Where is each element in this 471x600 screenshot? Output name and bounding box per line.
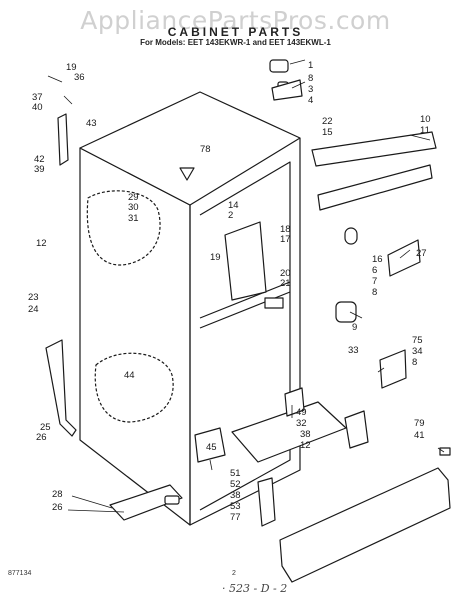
figure-code: 877134 <box>8 570 32 577</box>
callout-label: 38 <box>300 429 311 440</box>
cabinet-hardware <box>45 59 451 583</box>
model-numbers: For Models: EET 143EKWR-1 and EET 143EKW… <box>140 38 331 47</box>
callout-label: 24 <box>28 304 39 315</box>
callout-label: 26 <box>52 502 63 513</box>
cabinet-shell <box>79 91 301 526</box>
callout-label: 25 <box>40 422 51 433</box>
callout-label: 78 <box>200 144 211 155</box>
callout-label: 21 <box>280 278 291 289</box>
callout-label: 3 <box>308 84 313 95</box>
callout-label: 37 <box>32 92 43 103</box>
watermark: AppliancePartsPros.com <box>80 6 391 35</box>
handwritten-note: · 523 - D - 2 <box>222 582 288 595</box>
callout-label: 8 <box>412 357 417 368</box>
callout-label: 41 <box>414 430 425 441</box>
callout-label: 20 <box>280 268 291 279</box>
callout-label: 4 <box>308 95 313 106</box>
callout-label: 39 <box>34 164 45 175</box>
callout-label: 40 <box>32 102 43 113</box>
callout-label: 44 <box>124 370 135 381</box>
insulation-cutaway-upper <box>86 190 161 266</box>
callout-label: 53 <box>230 501 241 512</box>
callout-label: 19 <box>210 252 221 263</box>
callout-label: 12 <box>36 238 47 249</box>
callout-label: 2 <box>228 210 233 221</box>
callout-label: 7 <box>372 276 377 287</box>
callout-label: 14 <box>228 200 239 211</box>
callout-label: 29 <box>128 192 139 203</box>
callout-label: 36 <box>74 72 85 83</box>
callout-label: 9 <box>352 322 357 333</box>
callout-label: 52 <box>230 479 241 490</box>
callout-label: 31 <box>128 213 139 224</box>
callout-label: 10 <box>420 114 431 125</box>
callout-label: 51 <box>230 468 241 479</box>
callout-label: 12 <box>300 440 311 451</box>
callout-label: 45 <box>206 442 217 453</box>
callout-label: 8 <box>372 287 377 298</box>
callout-label: 23 <box>28 292 39 303</box>
diagram-title: CABINET PARTS <box>167 25 304 39</box>
page-number: 2 <box>232 570 236 577</box>
callout-label: 16 <box>372 254 383 265</box>
callout-label: 79 <box>414 418 425 429</box>
callout-label: 34 <box>412 346 423 357</box>
callout-labels: 19 36 37 40 43 42 39 29 30 31 12 23 24 4… <box>28 60 431 523</box>
callout-label: 32 <box>296 418 307 429</box>
callout-label: 75 <box>412 335 423 346</box>
callout-label: 26 <box>36 432 47 443</box>
callout-label: 77 <box>230 512 241 523</box>
callout-label: 27 <box>416 248 427 259</box>
callout-label: 8 <box>308 73 313 84</box>
callout-label: 33 <box>348 345 359 356</box>
callout-label: 6 <box>372 265 377 276</box>
leader-lines <box>47 59 445 513</box>
callout-label: 19 <box>66 62 77 73</box>
callout-label: 28 <box>52 489 63 500</box>
callout-label: 38 <box>230 490 241 501</box>
callout-label: 17 <box>280 234 291 245</box>
callout-label: 11 <box>420 125 430 136</box>
callout-label: 43 <box>86 118 97 129</box>
callout-label: 22 <box>322 116 333 127</box>
callout-label: 49 <box>296 407 307 418</box>
callout-label: 30 <box>128 202 139 213</box>
callout-label: 42 <box>34 154 45 165</box>
callout-label: 15 <box>322 127 333 138</box>
callout-label: 18 <box>280 224 291 235</box>
callout-label: 1 <box>308 60 313 71</box>
